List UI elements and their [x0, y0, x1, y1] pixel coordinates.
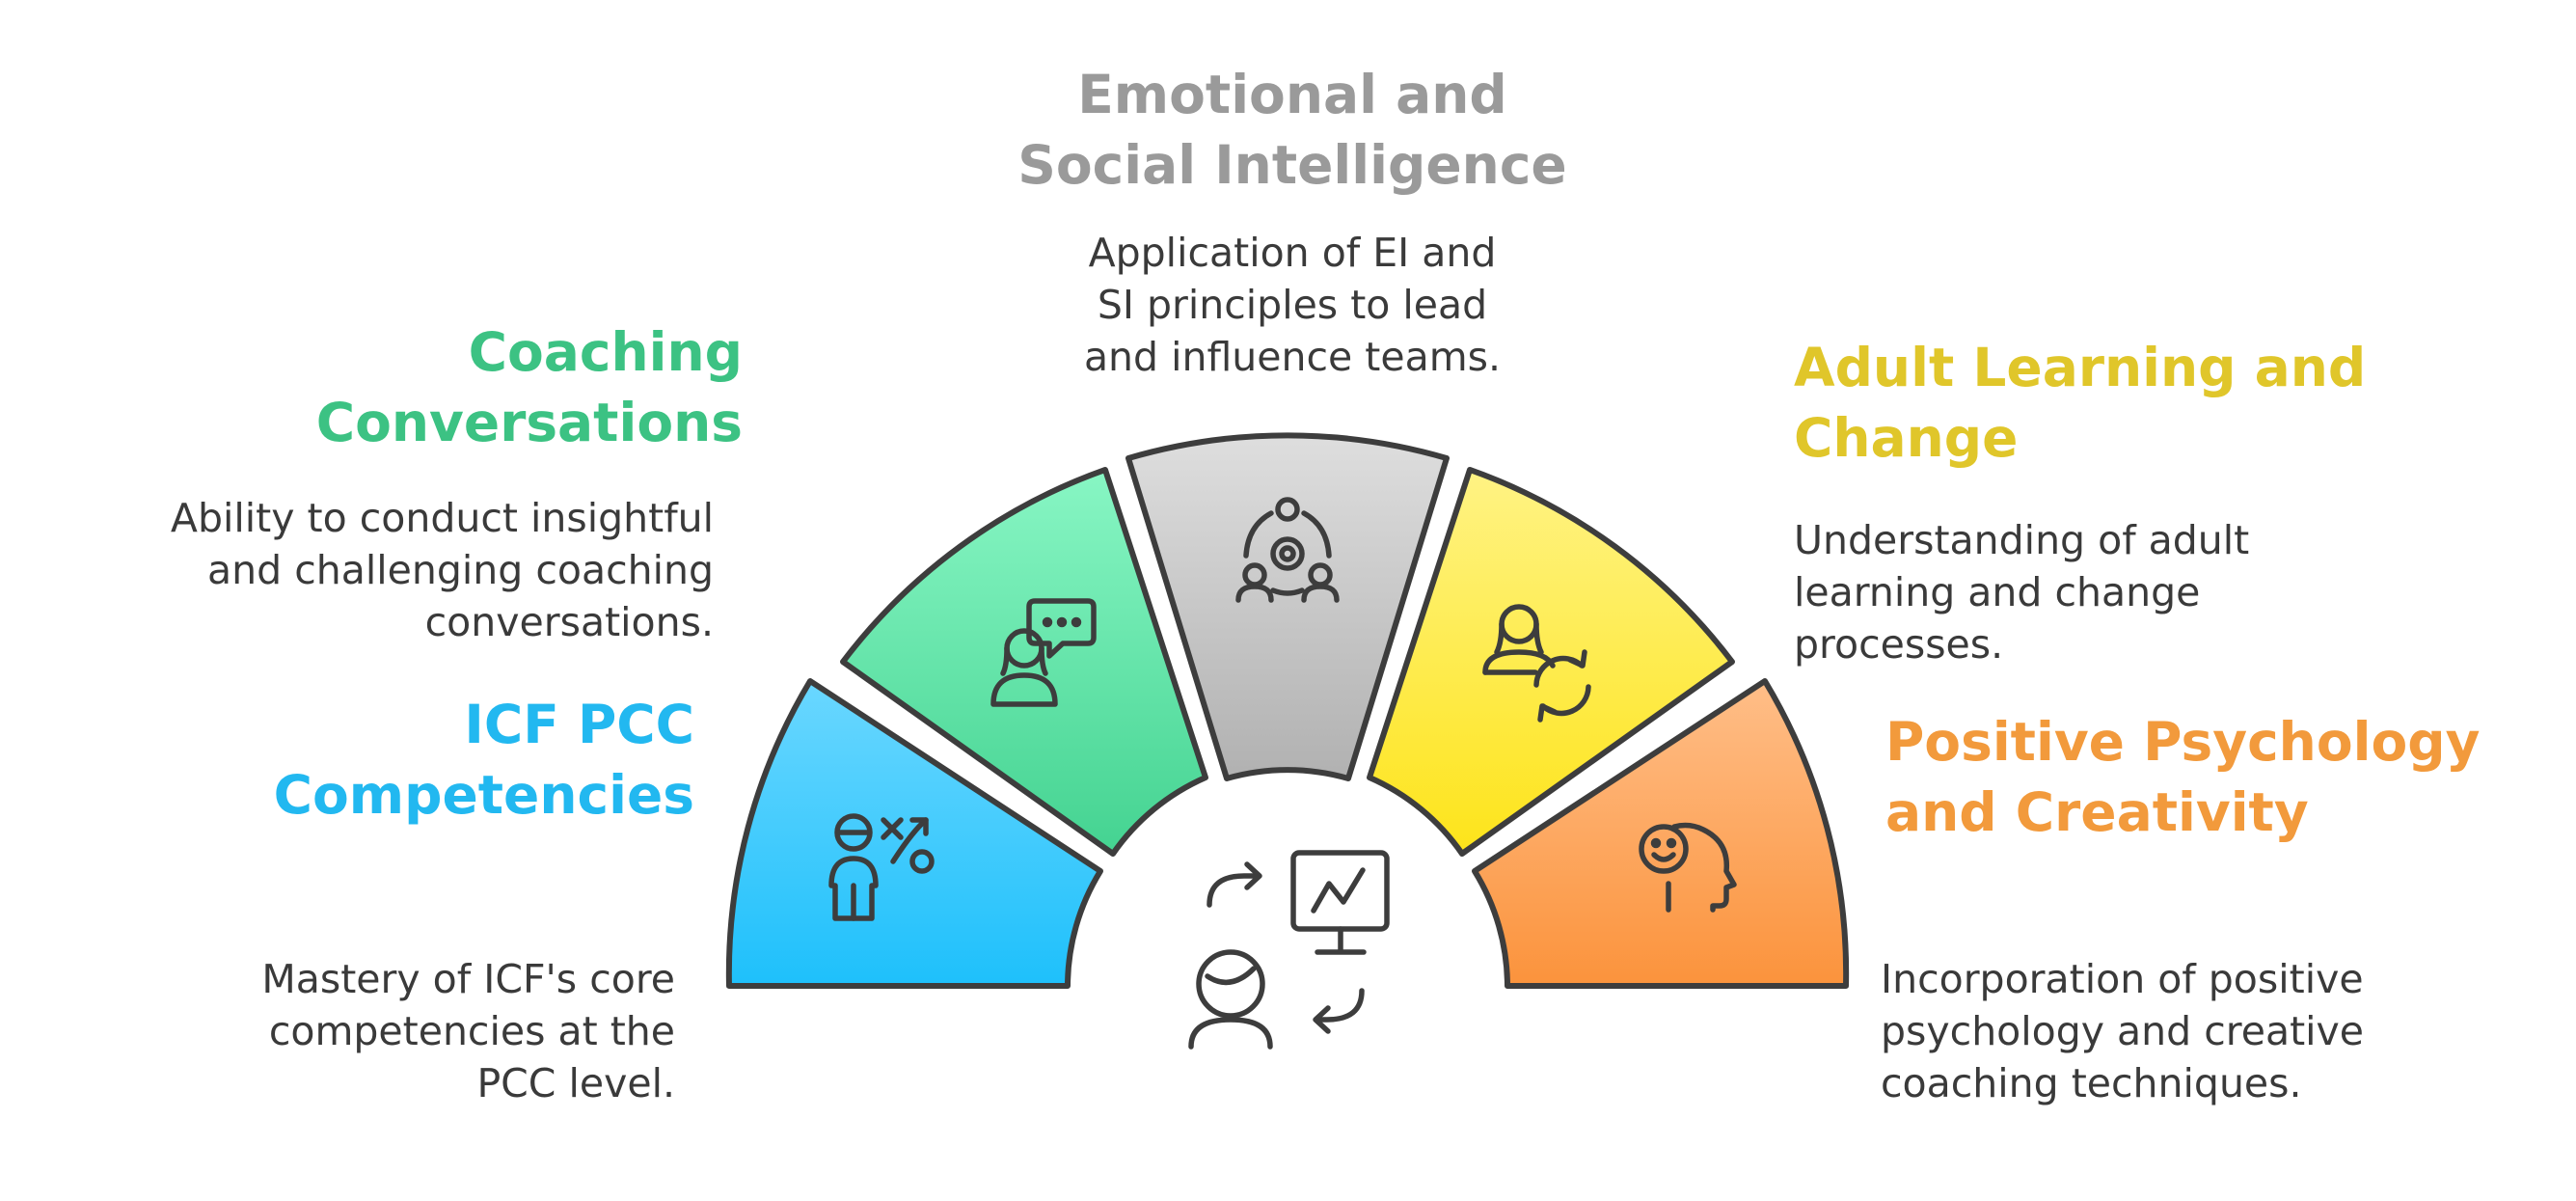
- title-emotional-social-intelligence: Emotional and Social Intelligence: [1017, 64, 1567, 196]
- smiley-head-icon: [1639, 822, 1737, 913]
- person-refresh-icon: [1482, 604, 1591, 723]
- desc-adult-learning-change: Understanding of adult learning and chan…: [1794, 517, 2250, 668]
- segment-pp-shape: [1472, 678, 1850, 989]
- segment-pp: [1472, 678, 1850, 989]
- title-positive-psychology-creativity: Positive Psychology and Creativity: [1885, 711, 2481, 843]
- segment-cc-shape: [840, 467, 1208, 857]
- team-network-icon: [1235, 497, 1340, 603]
- coach-strategy-icon: [828, 813, 935, 921]
- title-coaching-conversations: Coaching Conversations: [315, 321, 743, 453]
- segment-ei-shape: [1125, 432, 1450, 781]
- person-chat-icon: [990, 598, 1097, 707]
- segment-ei: [1125, 432, 1450, 781]
- desc-icf-pcc-competencies: Mastery of ICF's core competencies at th…: [261, 956, 675, 1106]
- desc-positive-psychology-creativity: Incorporation of positive psychology and…: [1881, 956, 2365, 1106]
- person-growth-chart-icon: [1188, 850, 1390, 1050]
- title-icf-pcc-competencies: ICF PCC Competencies: [273, 694, 694, 826]
- desc-emotional-social-intelligence: Application of EI and SI principles to l…: [1083, 230, 1502, 380]
- segment-cc: [840, 467, 1208, 857]
- desc-coaching-conversations: Ability to conduct insightful and challe…: [170, 495, 714, 645]
- title-adult-learning-change: Adult Learning and Change: [1794, 337, 2367, 469]
